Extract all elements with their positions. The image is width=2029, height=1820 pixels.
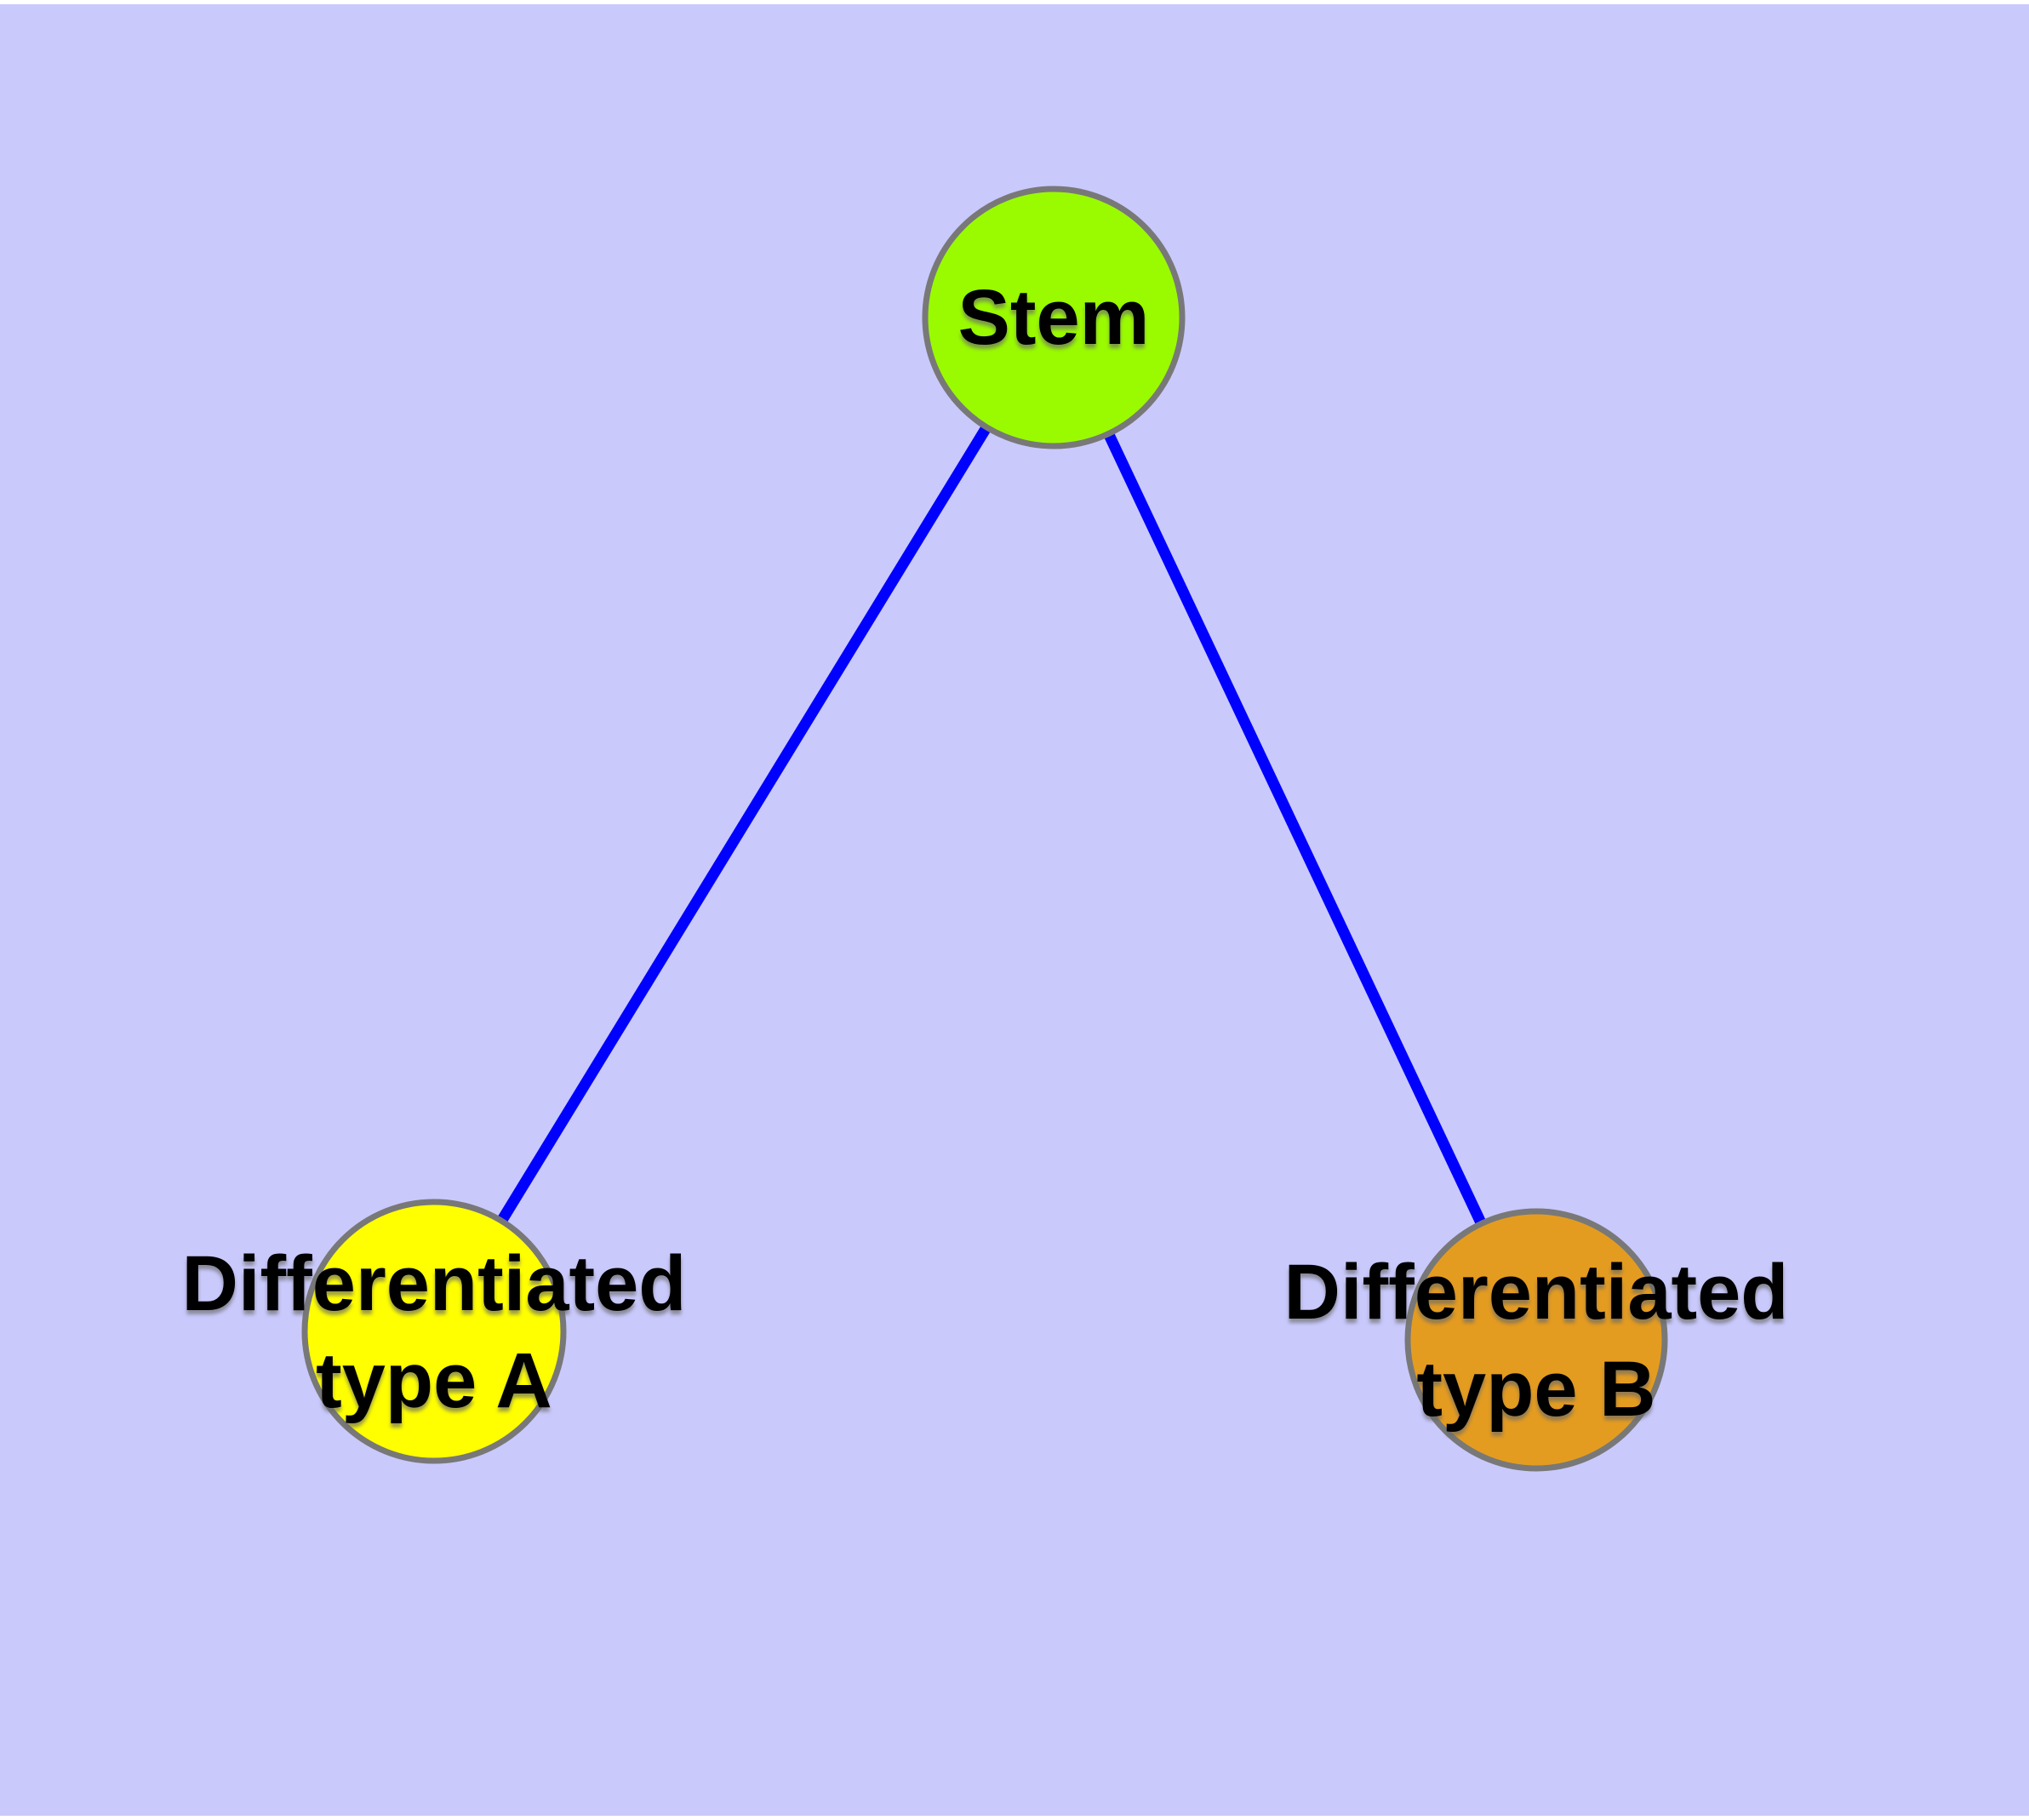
node-stem — [922, 186, 1186, 449]
node-type-b-label-line-2: type B — [1416, 1346, 1655, 1433]
edge-stem-to-type-a — [429, 314, 1059, 1335]
node-differentiated-type-b — [1404, 1208, 1668, 1472]
node-type-b-label-line-1: Differentiated — [1284, 1249, 1789, 1336]
node-differentiated-type-a — [301, 1199, 567, 1464]
node-type-a-label-line-2: type A — [316, 1337, 552, 1424]
edge-stem-to-type-b — [1049, 315, 1541, 1342]
node-stem-label: Stem — [958, 274, 1150, 361]
node-type-a-label-line-1: Differentiated — [182, 1240, 687, 1327]
